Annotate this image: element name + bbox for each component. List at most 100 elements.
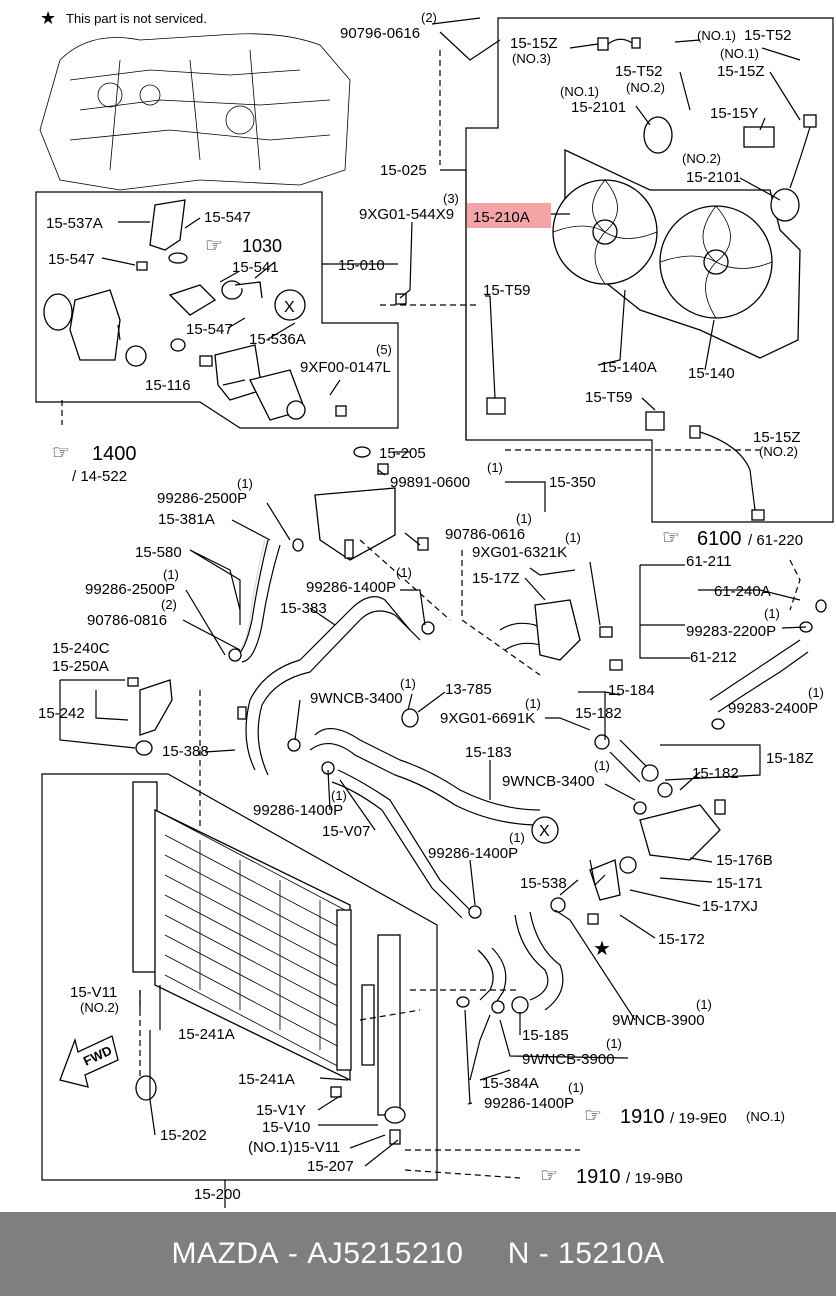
ref-1910: 1910 [620,1106,665,1128]
qty-label: (5) [376,342,392,357]
ref-1400: 1400 [92,443,137,465]
qty-label: (1) [396,565,412,580]
label-99286-2500p: 99286-2500P [157,490,247,507]
label-15-010: 15-010 [338,257,385,274]
label-15-580: 15-580 [135,544,182,561]
label-15-t59: 15-T59 [483,282,531,299]
label-9wncb-3400: 9WNCB-3400 [310,690,403,707]
not-serviced-circle-2 [531,816,559,844]
ref-arrow-icon: ☞ [584,1105,602,1127]
label-13-785: 13-785 [445,681,492,698]
separator: - [287,1237,299,1270]
label-15-v07: 15-V07 [322,823,370,840]
qty-label: (NO.3) [512,51,551,66]
fan-motors [486,37,817,521]
qty-label: (2) [161,597,177,612]
ref-61-220: / 61-220 [748,532,803,549]
qty-label: (NO.2) [759,444,798,459]
highlight-15-210a [467,203,551,228]
label-61-240a: 61-240A [714,583,771,600]
label-15-025: 15-025 [380,162,427,179]
x-mark-2: X [539,823,550,840]
label-15-547: 15-547 [204,209,251,226]
label-15-140: 15-140 [688,365,735,382]
label-15-383: 15-383 [280,600,327,617]
qty-label: (1) [764,606,780,621]
label-15-17z: 15-17Z [472,570,520,587]
qty-label: (NO.2) [80,1000,119,1015]
label-15-202: 15-202 [160,1127,207,1144]
label-15-2101: 15-2101 [571,99,626,116]
label-90796-0616: 90796-0616 [340,25,420,42]
label-15-200: 15-200 [194,1186,241,1203]
label-15-388: 15-388 [162,743,209,760]
qty-label: (1) [696,997,712,1012]
label-15-240c: 15-240C [52,640,110,657]
fan-shroud [552,148,801,359]
label-9xg01-6321k: 9XG01-6321K [472,544,567,561]
thermostat-housing [534,599,726,925]
label-15-350: 15-350 [549,474,596,491]
label-15-205: 15-205 [379,445,426,462]
label-15-242: 15-242 [38,705,85,722]
qty-label: (1) [331,788,347,803]
label-99283-2200p: 99283-2200P [686,623,776,640]
ref-arrow-icon: ☞ [52,442,70,464]
label-15-182: 15-182 [575,705,622,722]
ref-icon-1030: 1030 [242,236,282,256]
ref-1910-b: 1910 [576,1166,621,1188]
n-label: N [507,1237,530,1270]
parts-diagram: ★ This part is not serviced. [35,8,834,1208]
label-90786-0616: 90786-0616 [445,526,525,543]
label-15-15z: 15-15Z [510,35,558,52]
label-15-t52: 15-T52 [744,27,792,44]
label-15-183: 15-183 [465,744,512,761]
label-9wncb-3400-b: 9WNCB-3400 [502,773,595,790]
water-pump-parts [43,199,407,421]
qty-label: (1) [163,567,179,582]
ref-19-9b0: / 19-9B0 [626,1170,683,1187]
hose-clamps [127,537,827,1014]
qty-label: (2) [421,10,437,25]
label-15-250a: 15-250A [52,658,109,675]
label-9xg01-6691k: 9XG01-6691K [440,710,535,727]
qty-label: (1) [525,696,541,711]
label-90786-0816: 90786-0816 [87,612,167,629]
label-15-2101-b: 15-2101 [686,169,741,186]
mount-bracket [139,679,173,736]
label-15-t52-b: 15-T52 [615,63,663,80]
label-15-v10: 15-V10 [262,1119,310,1136]
hoses [234,539,809,1011]
qty-label: (1) [808,685,824,700]
label-99891-0600: 99891-0600 [390,474,470,491]
label-15-t59-b: 15-T59 [585,389,633,406]
label-99286-1400p: 99286-1400P [306,579,396,596]
radiator-frame [41,773,438,1181]
qty-label: (1) [594,758,610,773]
label-9xg01-544x9: 9XG01-544X9 [359,206,454,223]
label-15-v1y: 15-V1Y [256,1102,306,1119]
qty-label: (1) [565,530,581,545]
qty-label: (1) [237,476,253,491]
brand-name: MAZDA [171,1237,279,1270]
label-15-15z-c: 15-15Z [753,429,801,446]
label-9wncb-3900-b: 9WNCB-3900 [522,1051,615,1068]
label-15-547-b: 15-547 [48,251,95,268]
star-marker-icon: ★ [593,938,611,960]
label-15-384a: 15-384A [482,1075,539,1092]
radiator [132,781,406,1145]
label-61-211: 61-211 [686,553,732,570]
label-99286-1400p-d: 99286-1400P [484,1095,574,1112]
label-15-182-b: 15-182 [692,765,739,782]
qty-label: (NO.1) [746,1109,785,1124]
coolant-reservoir [314,446,396,561]
ref-arrow-icon: ☞ [540,1165,558,1187]
label-15-207: 15-207 [307,1158,354,1175]
label-99283-2400p: 99283-2400P [728,700,818,717]
qty-label: (NO.2) [626,80,665,95]
label-15-17xj: 15-17XJ [702,898,758,915]
ref-arrow-icon: ☞ [205,235,223,257]
label-15-15y: 15-15Y [710,105,758,122]
qty-label: (NO.1) [720,46,759,61]
label-15-241a: 15-241A [178,1026,235,1043]
